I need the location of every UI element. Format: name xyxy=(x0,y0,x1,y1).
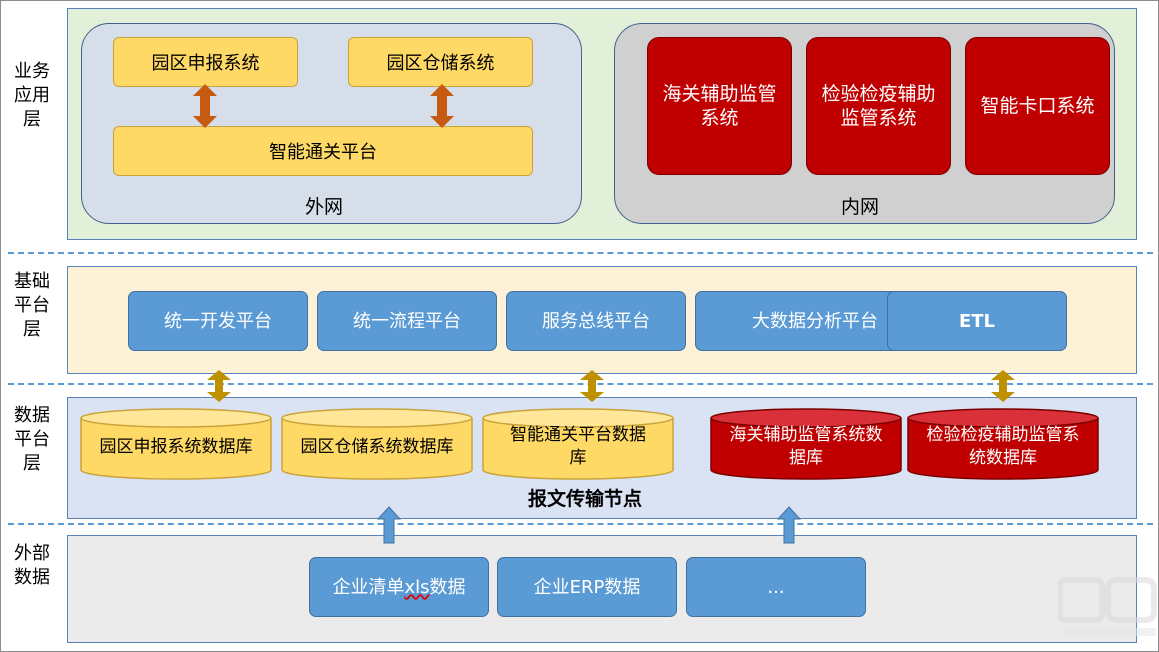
enterprise-list-xls-data: 企业清单xls数据 xyxy=(309,557,489,617)
park-declaration-database-label: 园区申报系统数据库 xyxy=(99,436,253,457)
bidirectional-arrow-icon xyxy=(430,84,454,128)
layer-label-external: 外部数据 xyxy=(14,543,50,588)
unified-process-platform: 统一流程平台 xyxy=(317,291,497,351)
etl-platform: ETL xyxy=(887,291,1067,351)
inspection-quarantine-database xyxy=(907,408,1099,480)
layer-label-data: 数据平台层 xyxy=(14,405,50,474)
customs-platform-database-label: 智能通关平台数据库 xyxy=(510,425,646,468)
bidirectional-arrow-icon xyxy=(193,84,217,128)
up-arrow-icon xyxy=(776,506,802,544)
smart-gate-system: 智能卡口系统 xyxy=(965,37,1110,175)
inspection-quarantine-system: 检验检疫辅助监管系统 xyxy=(806,37,951,175)
bidirectional-arrow-icon xyxy=(207,370,231,402)
message-transfer-node-label: 报文传输节点 xyxy=(528,488,643,510)
bidirectional-arrow-icon xyxy=(991,370,1015,402)
customs-supervision-database xyxy=(710,408,902,480)
unified-dev-platform: 统一开发平台 xyxy=(128,291,308,351)
smart-customs-platform: 智能通关平台 xyxy=(113,126,533,176)
customs-supervision-system: 海关辅助监管系统 xyxy=(647,37,792,175)
up-arrow-icon xyxy=(376,506,402,544)
customs-platform-database xyxy=(482,408,674,480)
park-declaration-system: 园区申报系统 xyxy=(113,37,298,87)
xls-text: xls xyxy=(404,576,430,598)
inner-net-label: 内网 xyxy=(840,196,879,218)
layer-label-app: 业务应用层 xyxy=(14,61,50,130)
outer-net-label: 外网 xyxy=(304,196,343,218)
service-bus-platform: 服务总线平台 xyxy=(506,291,686,351)
watermark-logo-icon xyxy=(1058,577,1157,636)
park-storage-database-label: 园区仓储系统数据库 xyxy=(300,436,454,457)
separator-line xyxy=(8,383,1153,385)
inspection-quarantine-database-label: 检验检疫辅助监管系统数据库 xyxy=(926,425,1080,468)
park-storage-database xyxy=(281,408,473,480)
park-declaration-database xyxy=(80,408,272,480)
separator-line xyxy=(8,523,1153,525)
enterprise-erp-data: 企业ERP数据 xyxy=(497,557,677,617)
separator-line xyxy=(8,252,1153,254)
park-storage-system: 园区仓储系统 xyxy=(348,37,533,87)
customs-supervision-database-label: 海关辅助监管系统数据库 xyxy=(729,425,883,468)
bidirectional-arrow-icon xyxy=(580,370,604,402)
more-data-sources: ... xyxy=(686,557,866,617)
layer-label-base: 基础平台层 xyxy=(14,271,50,340)
